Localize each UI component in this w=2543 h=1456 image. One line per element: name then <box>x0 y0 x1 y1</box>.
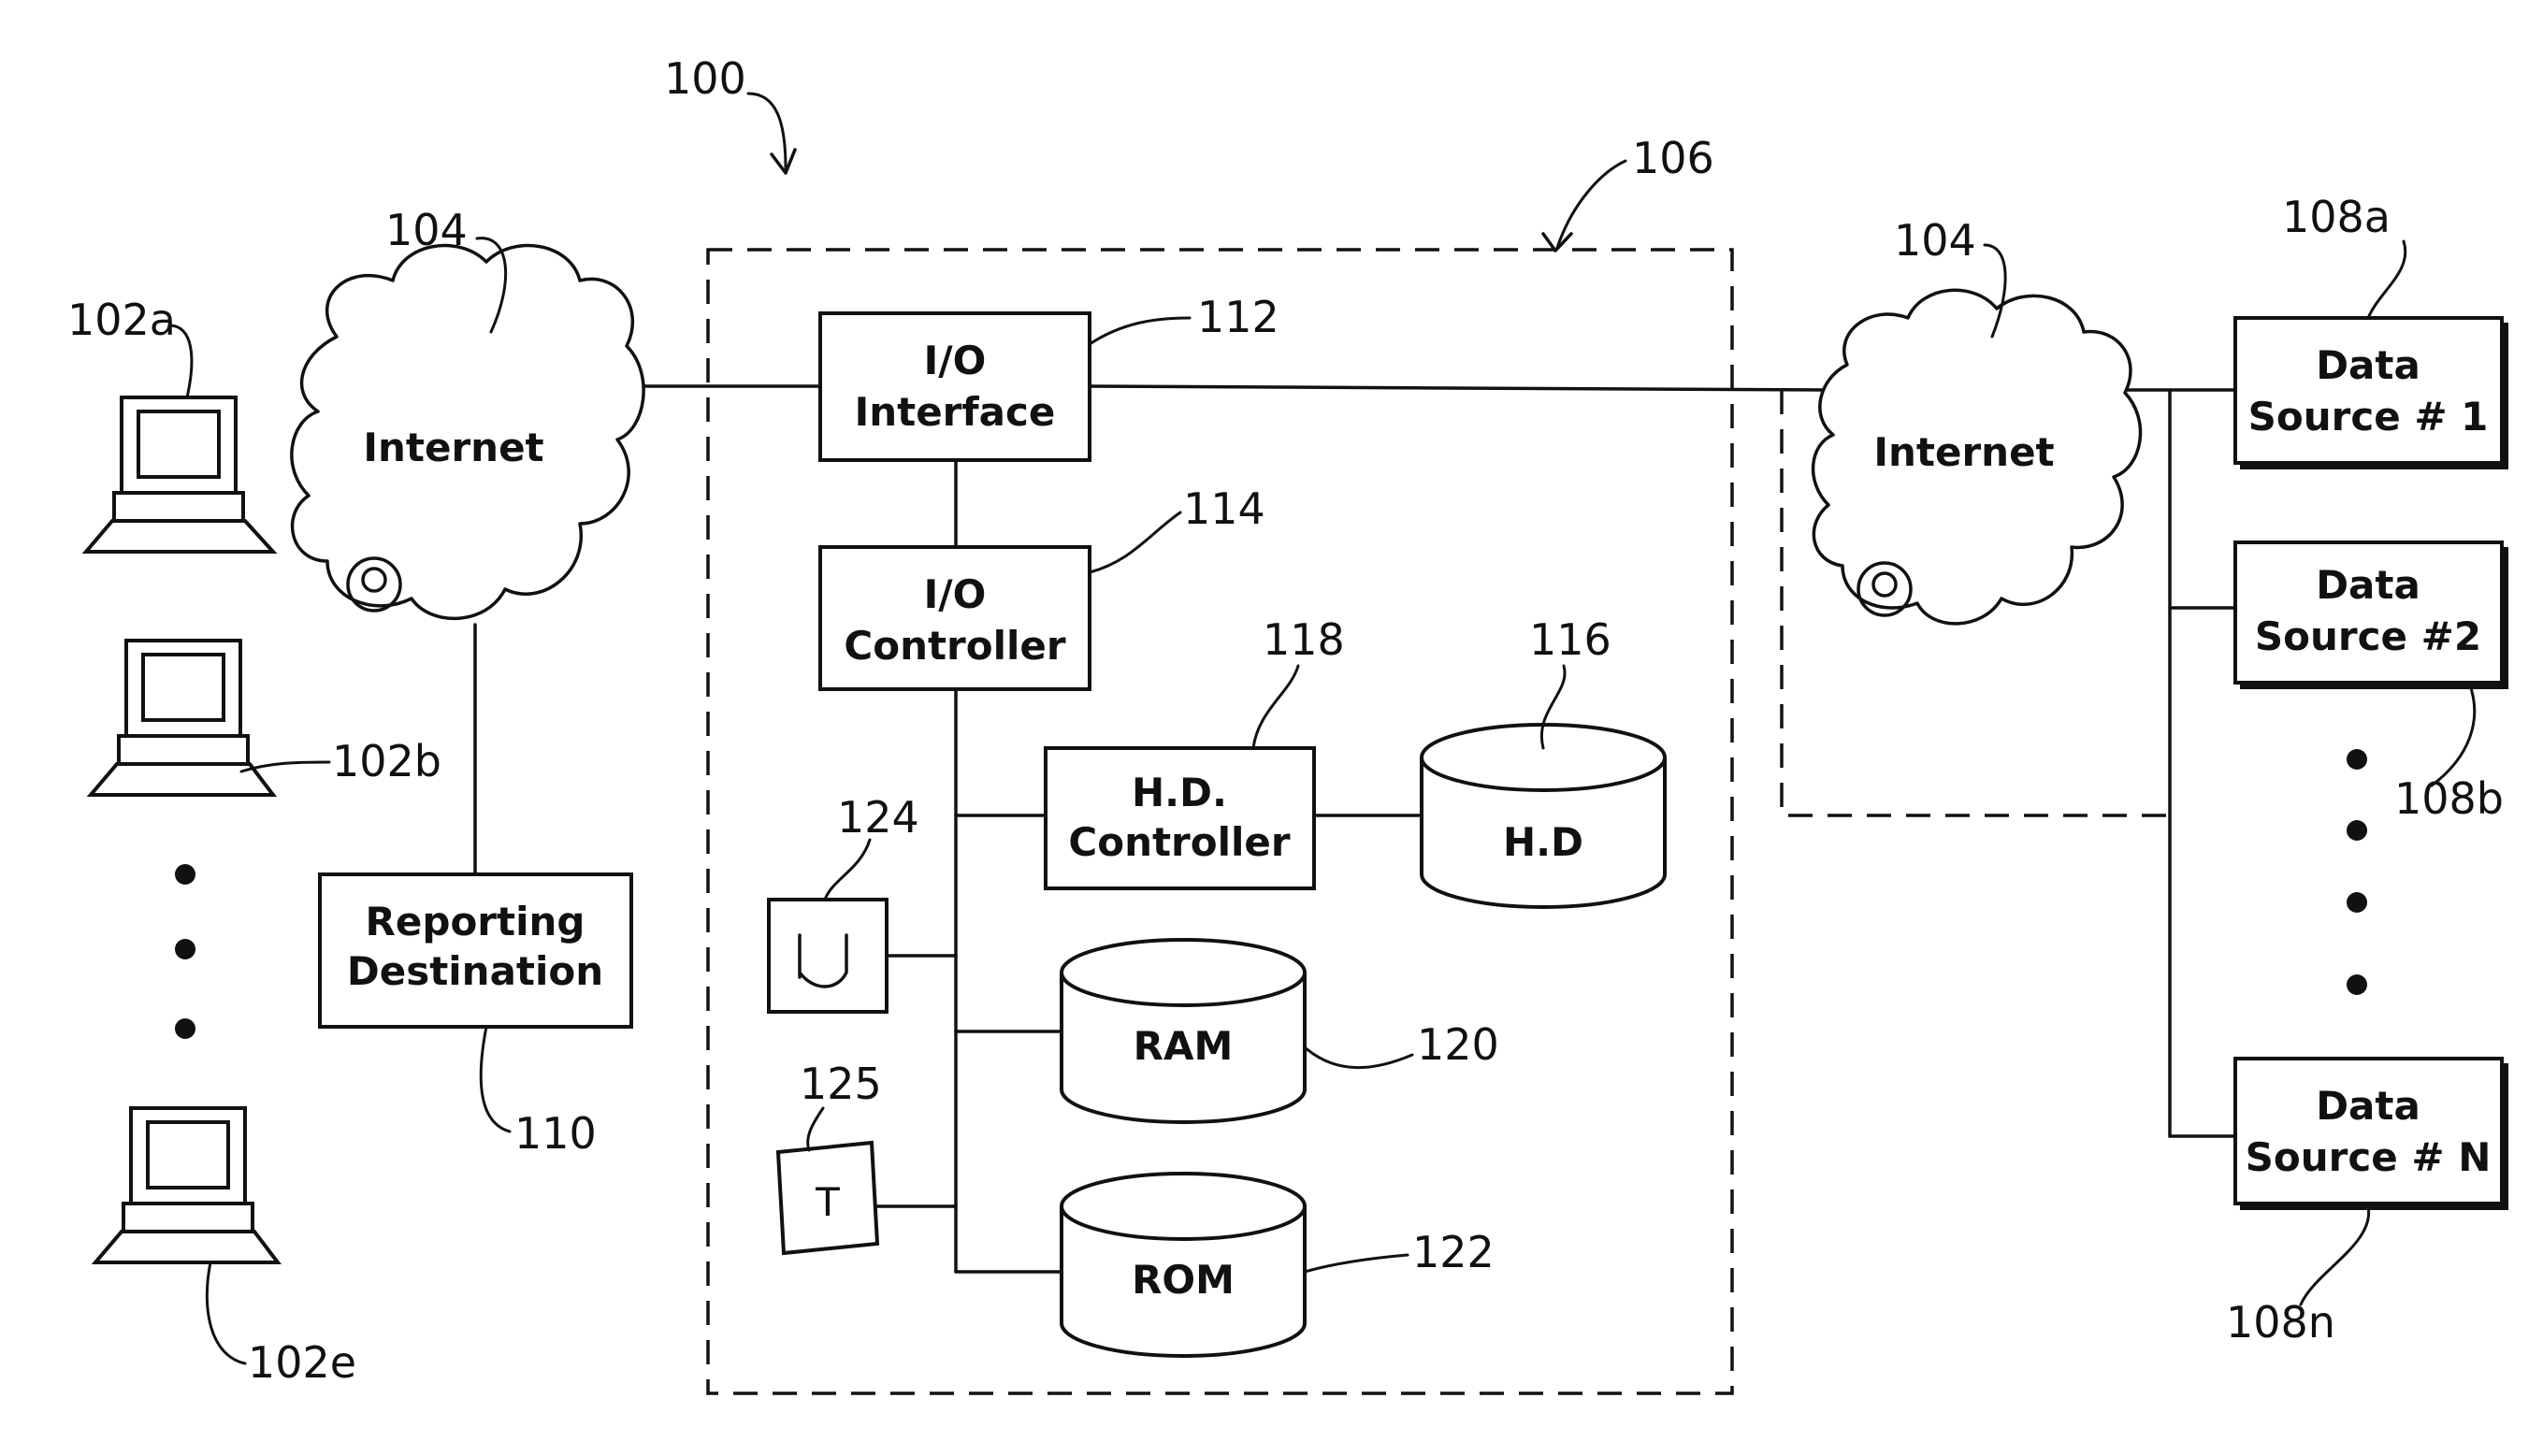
internet-cloud-left: Internet <box>292 246 643 619</box>
reporting-line1: Reporting <box>366 899 585 944</box>
ref-104-right: 104 <box>1894 215 1976 266</box>
data-source-n-box: Data Source # N <box>2235 1059 2508 1210</box>
ref-104-left: 104 <box>385 205 468 255</box>
ref-108n: 108n <box>2226 1297 2335 1348</box>
ref-122: 122 <box>1412 1227 1495 1277</box>
ref-108a: 108a <box>2282 192 2391 242</box>
io-interface-box: I/O Interface <box>820 313 1090 460</box>
ref-118: 118 <box>1263 614 1345 665</box>
ref-106: 106 <box>1632 133 1714 183</box>
ram-label: RAM <box>1134 1023 1234 1069</box>
data-source-2-box: Data Source #2 <box>2235 542 2508 689</box>
timer-box: T <box>778 1143 877 1253</box>
ref-102a: 102a <box>67 295 176 345</box>
ref-112: 112 <box>1197 292 1279 342</box>
data-source-1-box: Data Source # 1 <box>2235 318 2508 469</box>
ds1-line1: Data <box>2316 342 2420 388</box>
ref-116: 116 <box>1529 614 1611 665</box>
ref-114: 114 <box>1183 483 1265 534</box>
io-controller-line1: I/O <box>924 571 987 617</box>
dsn-line1: Data <box>2316 1083 2420 1129</box>
hd-controller-line1: H.D. <box>1132 770 1227 815</box>
hd-controller-line2: Controller <box>1068 819 1291 865</box>
ref-125: 125 <box>800 1059 882 1109</box>
client-computer-102b <box>91 641 273 795</box>
io-controller-box: I/O Controller <box>820 547 1090 689</box>
ds1-line2: Source # 1 <box>2248 394 2489 440</box>
internet-cloud-right: Internet <box>1813 290 2141 624</box>
ds2-line1: Data <box>2316 562 2420 608</box>
ref-120: 120 <box>1417 1019 1499 1070</box>
reporting-line2: Destination <box>347 948 603 994</box>
ref-102e: 102e <box>248 1337 356 1388</box>
ram-cylinder: RAM <box>1062 940 1305 1122</box>
client-computer-102a <box>86 397 273 552</box>
rom-label: ROM <box>1132 1257 1235 1303</box>
client-computer-102e <box>95 1108 278 1262</box>
io-interface-line2: Interface <box>855 389 1056 435</box>
ellipsis-dot <box>175 939 195 959</box>
ellipsis-dot <box>2347 892 2367 913</box>
dsn-line2: Source # N <box>2246 1134 2492 1180</box>
ellipsis-dot <box>175 1018 195 1039</box>
ref-124: 124 <box>837 792 919 843</box>
ellipsis-dot <box>2347 749 2367 770</box>
ref-100: 100 <box>664 53 746 104</box>
internet-right-label: Internet <box>1873 429 2054 475</box>
processor-box <box>769 900 887 1012</box>
io-interface-line1: I/O <box>924 338 987 383</box>
hd-cylinder: H.D <box>1422 725 1665 907</box>
internet-left-label: Internet <box>363 425 543 470</box>
timer-symbol: T <box>815 1179 840 1225</box>
ellipsis-dot <box>175 864 195 885</box>
ref-110: 110 <box>514 1108 597 1159</box>
ds2-line2: Source #2 <box>2255 613 2481 659</box>
rom-cylinder: ROM <box>1062 1174 1305 1356</box>
reporting-destination-box: Reporting Destination <box>320 874 631 1027</box>
hd-label: H.D <box>1503 819 1583 865</box>
ref-108b: 108b <box>2394 773 2504 824</box>
io-controller-line2: Controller <box>844 623 1066 669</box>
hd-controller-box: H.D. Controller <box>1046 748 1314 888</box>
ellipsis-dot <box>2347 974 2367 995</box>
ref-102b: 102b <box>332 736 441 786</box>
ellipsis-dot <box>2347 820 2367 841</box>
